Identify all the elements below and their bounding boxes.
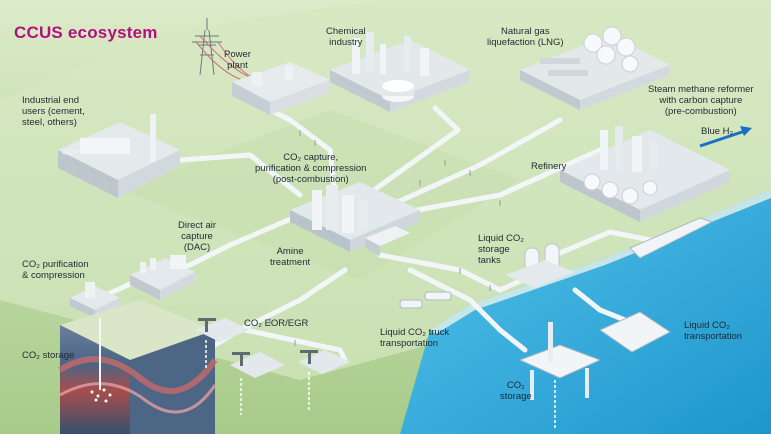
offshore-platform-icon bbox=[518, 322, 602, 430]
label-liquid-co2-transport: Liquid CO₂ transportation bbox=[684, 320, 743, 342]
label-power-plant: Power plant bbox=[224, 49, 251, 71]
page-title: CCUS ecosystem bbox=[14, 23, 158, 42]
label-refinery: Refinery bbox=[531, 161, 567, 172]
liquid-co2-tanks-icon bbox=[505, 243, 575, 288]
label-co2-purification: CO₂ purification & compression bbox=[22, 259, 89, 281]
label-co2-storage-land: CO₂ storage bbox=[22, 350, 75, 361]
co2-capture-plant-icon bbox=[290, 182, 420, 256]
pipe-supports bbox=[269, 130, 501, 346]
label-liquid-co2-truck: Liquid CO₂ truck transportation bbox=[380, 327, 450, 349]
co2-purification-icon bbox=[70, 282, 120, 318]
pipelines bbox=[92, 92, 653, 371]
label-smr: Steam methane reformer with carbon captu… bbox=[648, 84, 754, 117]
label-liquid-co2-storage-tanks: Liquid CO₂ storage tanks bbox=[478, 233, 524, 266]
lng-plant-icon bbox=[520, 26, 670, 110]
eor-pumpjacks-icon bbox=[195, 318, 350, 415]
label-amine-treatment: Amine treatment bbox=[270, 246, 311, 268]
label-lng: Natural gas liquefaction (LNG) bbox=[487, 26, 564, 48]
label-co2-capture: CO₂ capture, purification & compression … bbox=[255, 152, 367, 185]
blue-h2-arrow-icon bbox=[699, 126, 752, 148]
label-industrial-end-users: Industrial end users (cement, steel, oth… bbox=[22, 95, 85, 128]
co2-storage-geology-icon bbox=[58, 300, 218, 434]
co2-trucks-icon bbox=[399, 291, 452, 309]
label-co2-eor-egr: CO₂ EOR/EGR bbox=[244, 318, 309, 329]
industrial-end-users-icon bbox=[58, 114, 180, 198]
direct-air-capture-icon bbox=[130, 255, 195, 300]
refinery-smr-icon bbox=[560, 126, 730, 222]
chemical-industry-icon bbox=[330, 32, 470, 112]
power-plant-icon bbox=[232, 62, 330, 115]
label-dac: Direct air capture (DAC) bbox=[178, 220, 217, 253]
co2-ships-icon bbox=[598, 217, 714, 353]
label-chemical-industry: Chemical industry bbox=[326, 26, 366, 48]
label-blue-h2: Blue H₂ bbox=[701, 126, 734, 137]
sea bbox=[400, 190, 771, 434]
label-co2-storage-sea: CO₂ storage bbox=[500, 380, 532, 402]
